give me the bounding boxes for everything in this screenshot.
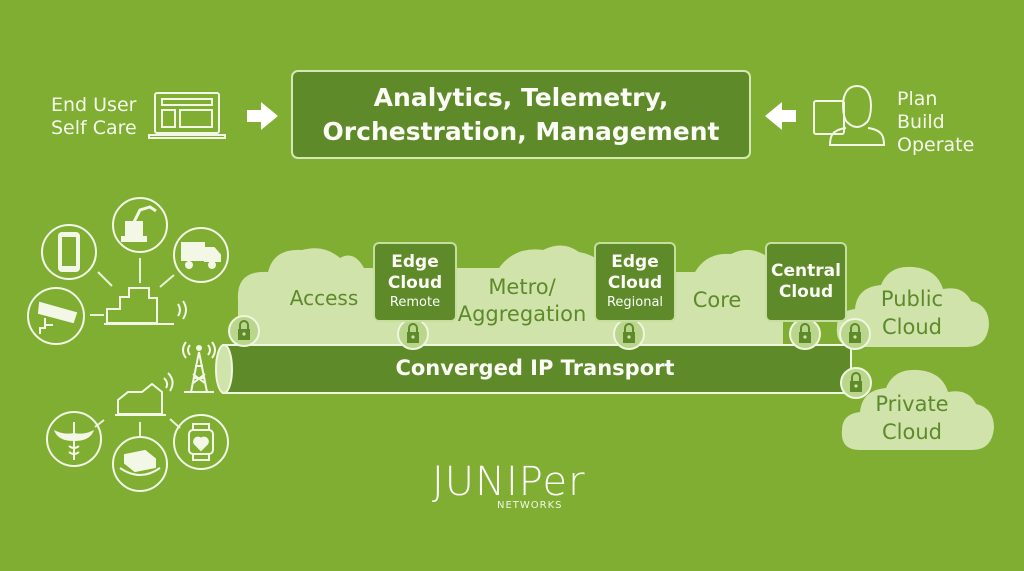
- edge-cloud-regional-box: Edge Cloud Regional: [594, 242, 676, 322]
- juniper-logo: JUNIPer: [432, 459, 586, 505]
- label-line: Aggregation: [457, 302, 587, 326]
- laptop-dashboard-icon: [148, 92, 226, 139]
- operator-person-icon: [813, 84, 886, 146]
- core-cloud-label: Core: [683, 288, 751, 313]
- box-title: Cloud: [387, 273, 443, 293]
- box-subtitle: Regional: [606, 295, 664, 310]
- arrow-right-icon: [247, 102, 278, 130]
- box-title: Central: [771, 261, 841, 281]
- house-icon: [115, 372, 174, 416]
- arrow-left-icon: [765, 102, 796, 130]
- label-line: Operate: [897, 134, 975, 156]
- padlock-icon: [839, 318, 871, 350]
- robot-arm-icon: [112, 197, 168, 253]
- padlock-icon: [613, 318, 645, 350]
- label-line: Metro/: [488, 275, 556, 299]
- padlock-group: [228, 315, 872, 399]
- public-cloud-label: Public Cloud: [867, 285, 957, 341]
- vr-headset-icon: [112, 436, 168, 492]
- plan-build-operate-label: Plan Build Operate: [897, 88, 974, 157]
- padlock-icon: [840, 367, 872, 399]
- office-building-icon: [104, 287, 187, 325]
- device-connectors-enterprise: [90, 258, 175, 316]
- label-line: Private: [875, 392, 949, 416]
- public-cloud-shape: [836, 266, 989, 347]
- label-line: End User: [51, 94, 137, 116]
- security-camera-icon: [27, 287, 85, 345]
- padlock-icon: [397, 318, 429, 350]
- label-line: Plan: [897, 88, 938, 110]
- box-line: Orchestration, Management: [322, 116, 720, 146]
- label-line: Cloud: [882, 420, 942, 444]
- label-line: Public: [880, 287, 944, 311]
- edge-cloud-remote-box: Edge Cloud Remote: [373, 242, 457, 322]
- label-line: Core: [692, 288, 742, 312]
- converged-ip-transport-label: Converged IP Transport: [395, 356, 675, 380]
- juniper-logo-networks: NETWORKS: [497, 500, 563, 511]
- label-line: Cloud: [882, 315, 942, 339]
- padlock-icon: [228, 315, 260, 347]
- transport-pipe: [215, 344, 852, 394]
- private-cloud-label: Private Cloud: [866, 390, 958, 446]
- box-subtitle: Remote: [389, 295, 441, 310]
- box-title: Cloud: [607, 273, 663, 293]
- box-title: Edge: [611, 252, 659, 272]
- end-user-self-care-label: End User Self Care: [51, 94, 137, 140]
- cell-tower-icon: [182, 341, 216, 393]
- central-cloud-box: Central Cloud: [765, 242, 847, 322]
- metro-aggregation-cloud-label: Metro/ Aggregation: [452, 274, 592, 328]
- label-line: Build: [897, 111, 945, 133]
- access-cloud-label: Access: [284, 286, 364, 311]
- caduceus-medical-icon: [46, 411, 102, 467]
- label-line: Access: [289, 286, 359, 310]
- label-line: Self Care: [51, 117, 137, 139]
- box-title: Edge: [391, 252, 439, 272]
- smartwatch-heart-icon: [173, 414, 229, 470]
- delivery-truck-icon: [173, 227, 229, 283]
- analytics-management-box: Analytics, Telemetry, Orchestration, Man…: [291, 70, 751, 159]
- box-title: Cloud: [778, 282, 834, 302]
- padlock-icon: [789, 318, 821, 350]
- box-line: Analytics, Telemetry,: [373, 82, 669, 112]
- private-cloud-shape: [841, 369, 994, 450]
- device-connectors-home: [94, 418, 181, 438]
- smartphone-icon: [41, 224, 97, 280]
